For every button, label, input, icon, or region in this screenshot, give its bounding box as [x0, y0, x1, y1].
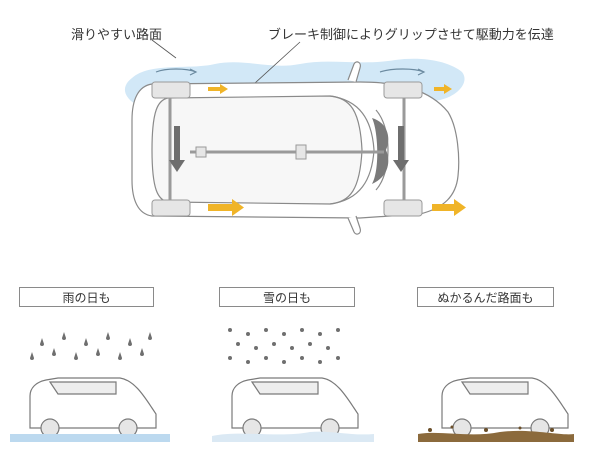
- slippery-road-label: 滑りやすい路面: [71, 28, 163, 43]
- rain-drops: [30, 332, 152, 360]
- snow-surface: [212, 431, 374, 442]
- drive-arrow: [208, 84, 466, 216]
- differential: [295, 144, 307, 160]
- slippery-leader-line: [151, 39, 177, 59]
- mud-splatter: [428, 425, 554, 432]
- differential: [195, 146, 207, 158]
- condition-rain-label: 雨の日も: [19, 287, 154, 307]
- condition-snow-label: 雪の日も: [219, 287, 355, 307]
- snow-flakes: [228, 328, 340, 364]
- car-body-outline: [131, 81, 460, 219]
- condition-mud-label: ぬかるんだ路面も: [417, 287, 554, 307]
- mud-surface: [418, 430, 574, 442]
- side-mirror: [347, 61, 361, 83]
- side-mirror: [347, 215, 361, 235]
- brake-arrow: [169, 126, 409, 172]
- water-surface: [10, 434, 170, 442]
- car-side-rain: [29, 377, 157, 438]
- car-side-snow: [231, 377, 359, 438]
- brake-control-label: ブレーキ制御によりグリップさせて駆動力を伝達: [268, 28, 554, 43]
- car-side-mud: [441, 377, 569, 438]
